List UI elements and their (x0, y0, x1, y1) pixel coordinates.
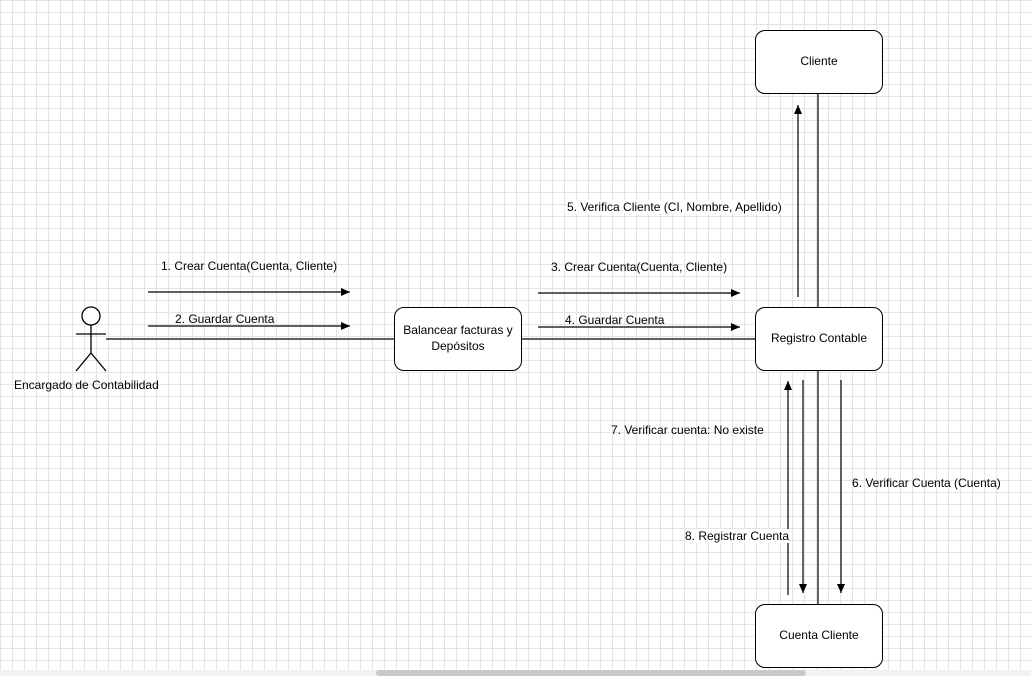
actor-stick-figure-icon[interactable] (72, 305, 112, 375)
node-balancear-label: Balancear facturas y Depósitos (403, 323, 513, 353)
node-registro-contable[interactable]: Registro Contable (755, 307, 883, 371)
message-label-8: 8. Registrar Cuenta (685, 529, 790, 543)
message-label-4: 4. Guardar Cuenta (565, 313, 665, 327)
scrollbar-thumb[interactable] (376, 670, 806, 676)
node-cuenta-cliente[interactable]: Cuenta Cliente (755, 604, 883, 668)
node-balancear[interactable]: Balancear facturas y Depósitos (394, 307, 522, 371)
node-cliente[interactable]: Cliente (755, 30, 883, 94)
node-registro-contable-label: Registro Contable (770, 331, 868, 346)
horizontal-scrollbar[interactable] (0, 670, 1031, 676)
message-label-7: 7. Verificar cuenta: No existe (611, 423, 764, 437)
message-label-5: 5. Verifica Cliente (CI, Nombre, Apellid… (567, 200, 782, 214)
actor-name: Encargado de Contabilidad (14, 378, 159, 392)
node-cuenta-cliente-label: Cuenta Cliente (779, 628, 859, 643)
node-cliente-label: Cliente (800, 54, 838, 69)
message-label-1: 1. Crear Cuenta(Cuenta, Cliente) (161, 259, 338, 273)
message-label-6: 6. Verificar Cuenta (Cuenta) (852, 476, 1001, 490)
message-label-3: 3. Crear Cuenta(Cuenta, Cliente) (551, 260, 728, 274)
message-label-2: 2. Guardar Cuenta (175, 312, 275, 326)
